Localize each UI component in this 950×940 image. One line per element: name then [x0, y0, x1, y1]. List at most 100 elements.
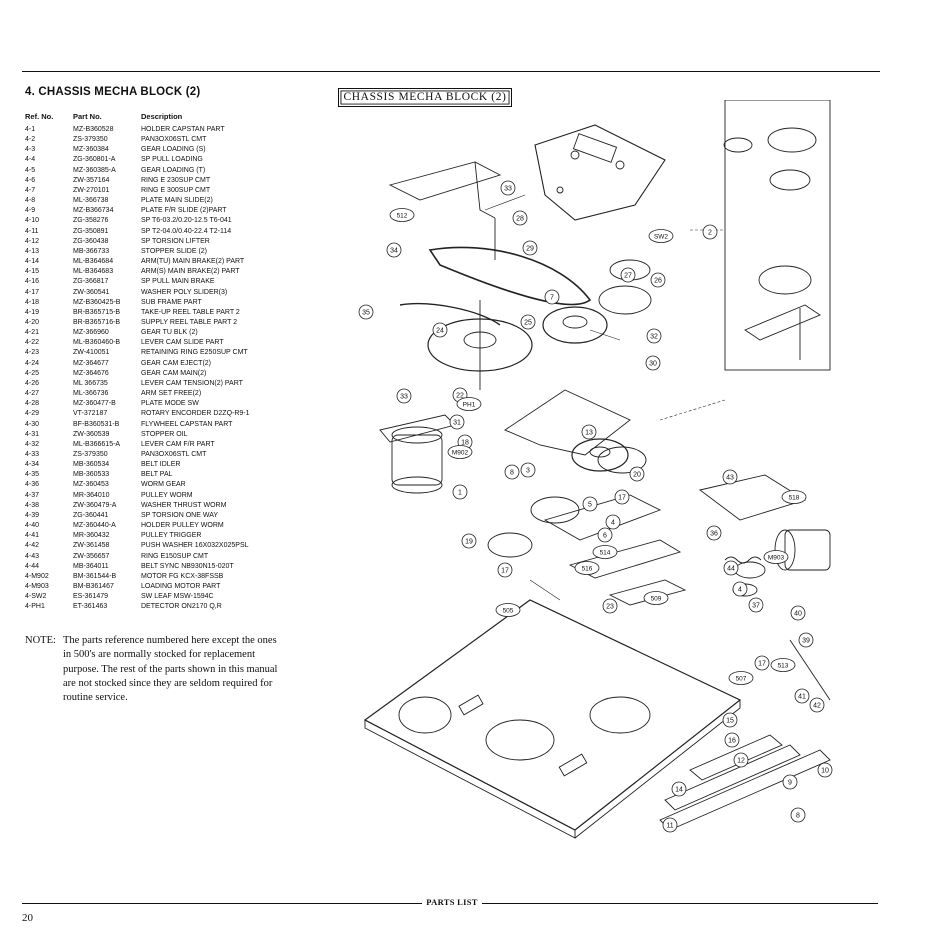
callout-circle [582, 496, 598, 512]
callout-label: 7 [550, 295, 554, 302]
diagram-callout: 9 [782, 774, 798, 790]
callout-label: 14 [675, 787, 683, 794]
part-no-cell: ZG-350891 [73, 227, 109, 235]
description-cell: PULLEY WORM [141, 491, 193, 499]
part-no-cell: MZ-364676 [73, 369, 109, 377]
idler-belt [428, 246, 592, 306]
callout-label: 24 [436, 328, 444, 335]
ref-no-cell: 4-7 [25, 186, 36, 194]
diagram-callout: 8 [790, 807, 806, 823]
part-no-cell: BM-B361467 [73, 583, 114, 591]
ref-no-cell: 4-4 [25, 156, 36, 164]
part-no-cell: MZ-B360528 [73, 126, 114, 133]
callout-circle [456, 397, 482, 411]
diagram-callout: 17 [614, 489, 630, 505]
part-no-cell: MB-364011 [73, 562, 109, 570]
diagram-callout: 32 [646, 328, 662, 344]
ref-no-cell: 4-40 [25, 522, 40, 530]
callout-label: 30 [649, 361, 657, 368]
ref-no-cell: 4-11 [25, 227, 39, 235]
part-no-cell: ML-366736 [73, 390, 109, 398]
callout-circle [574, 561, 600, 575]
callout-circle [646, 328, 662, 344]
page-number: 20 [22, 912, 33, 924]
callout-circle [724, 732, 740, 748]
description-cell: SP T2-04.0/0.40-22.4 T2-114 [141, 227, 232, 235]
ref-no-cell: 4-14 [25, 258, 40, 266]
left-bracket-arm [388, 161, 502, 201]
ref-no-cell: 4-29 [25, 410, 40, 418]
diagram-callout: M902 [447, 445, 473, 459]
description-cell: SP T6-03.2/0.20-12.5 T6-041 [141, 217, 232, 225]
description-cell: FLYWHEEL CAPSTAN PART [141, 420, 233, 428]
callout-label: 3 [526, 468, 530, 475]
top-rule [22, 71, 880, 72]
callout-label: 34 [390, 248, 398, 255]
description-cell: BELT SYNC NB930N15-020T [141, 562, 234, 570]
diagram-callout: 25 [520, 314, 536, 330]
callout-circle [495, 603, 521, 617]
callout-circle [544, 289, 560, 305]
ref-no-cell: 4-22 [25, 339, 40, 347]
diagram-callout: 513 [770, 658, 796, 672]
callout-circle [581, 424, 597, 440]
diagram-callout: M903 [763, 550, 789, 564]
callout-label: 512 [397, 213, 408, 220]
diagram-callout: 33 [500, 180, 516, 196]
description-cell: SW LEAF MSW-1594C [141, 593, 214, 601]
callout-circle [432, 322, 448, 338]
ref-no-cell: 4-1 [25, 126, 36, 133]
diagram-callout: 20 [629, 466, 645, 482]
ref-no-cell: 4-20 [25, 318, 40, 326]
diagram-callout: 17 [754, 655, 770, 671]
diagram-callout: 514 [592, 545, 618, 559]
callout-label: 507 [736, 676, 747, 683]
part-no-cell: ET-361463 [73, 603, 108, 611]
callout-label: 33 [504, 186, 512, 193]
description-cell: SP PULL LOADING [141, 156, 203, 164]
ref-no-cell: 4-M903 [25, 583, 49, 591]
part-no-cell: ZS-379350 [73, 451, 108, 458]
callout-circle [790, 605, 806, 621]
callout-circle [520, 462, 536, 478]
callout-circle [770, 658, 796, 672]
callout-circle [497, 562, 513, 578]
callout-label: PH1 [463, 402, 476, 409]
part-no-cell: ML-B364683 [73, 268, 114, 276]
callout-label: 22 [456, 393, 464, 400]
diagram-callout: 507 [728, 671, 754, 685]
diagram-callout: 6 [597, 527, 613, 543]
description-cell: PLATE F/R SLIDE (2)PART [141, 207, 227, 215]
takeup-reel-table [571, 438, 629, 472]
callout-label: M903 [768, 555, 785, 562]
callout-circle [461, 533, 477, 549]
ref-no-cell: 4-23 [25, 349, 40, 357]
description-cell: PUSH WASHER 16X032X025PSL [141, 542, 249, 550]
callout-circle [605, 514, 621, 530]
callout-label: 8 [796, 813, 800, 820]
part-no-cell: ZW-360479-A [73, 501, 117, 509]
loading-motor [784, 529, 831, 571]
ref-no-cell: 4-44 [25, 562, 40, 570]
description-cell: WASHER POLY SLIDER(3) [141, 288, 228, 296]
callout-circle [449, 414, 465, 430]
description-cell: SP TORSION ONE WAY [141, 511, 219, 519]
table-row: 4-11 ZG-350891 SP T2-04.0/0.40-22.4 T2-114 [25, 227, 311, 237]
callout-label: 41 [798, 694, 806, 701]
callout-circle [648, 229, 674, 243]
callout-circle [763, 550, 789, 564]
